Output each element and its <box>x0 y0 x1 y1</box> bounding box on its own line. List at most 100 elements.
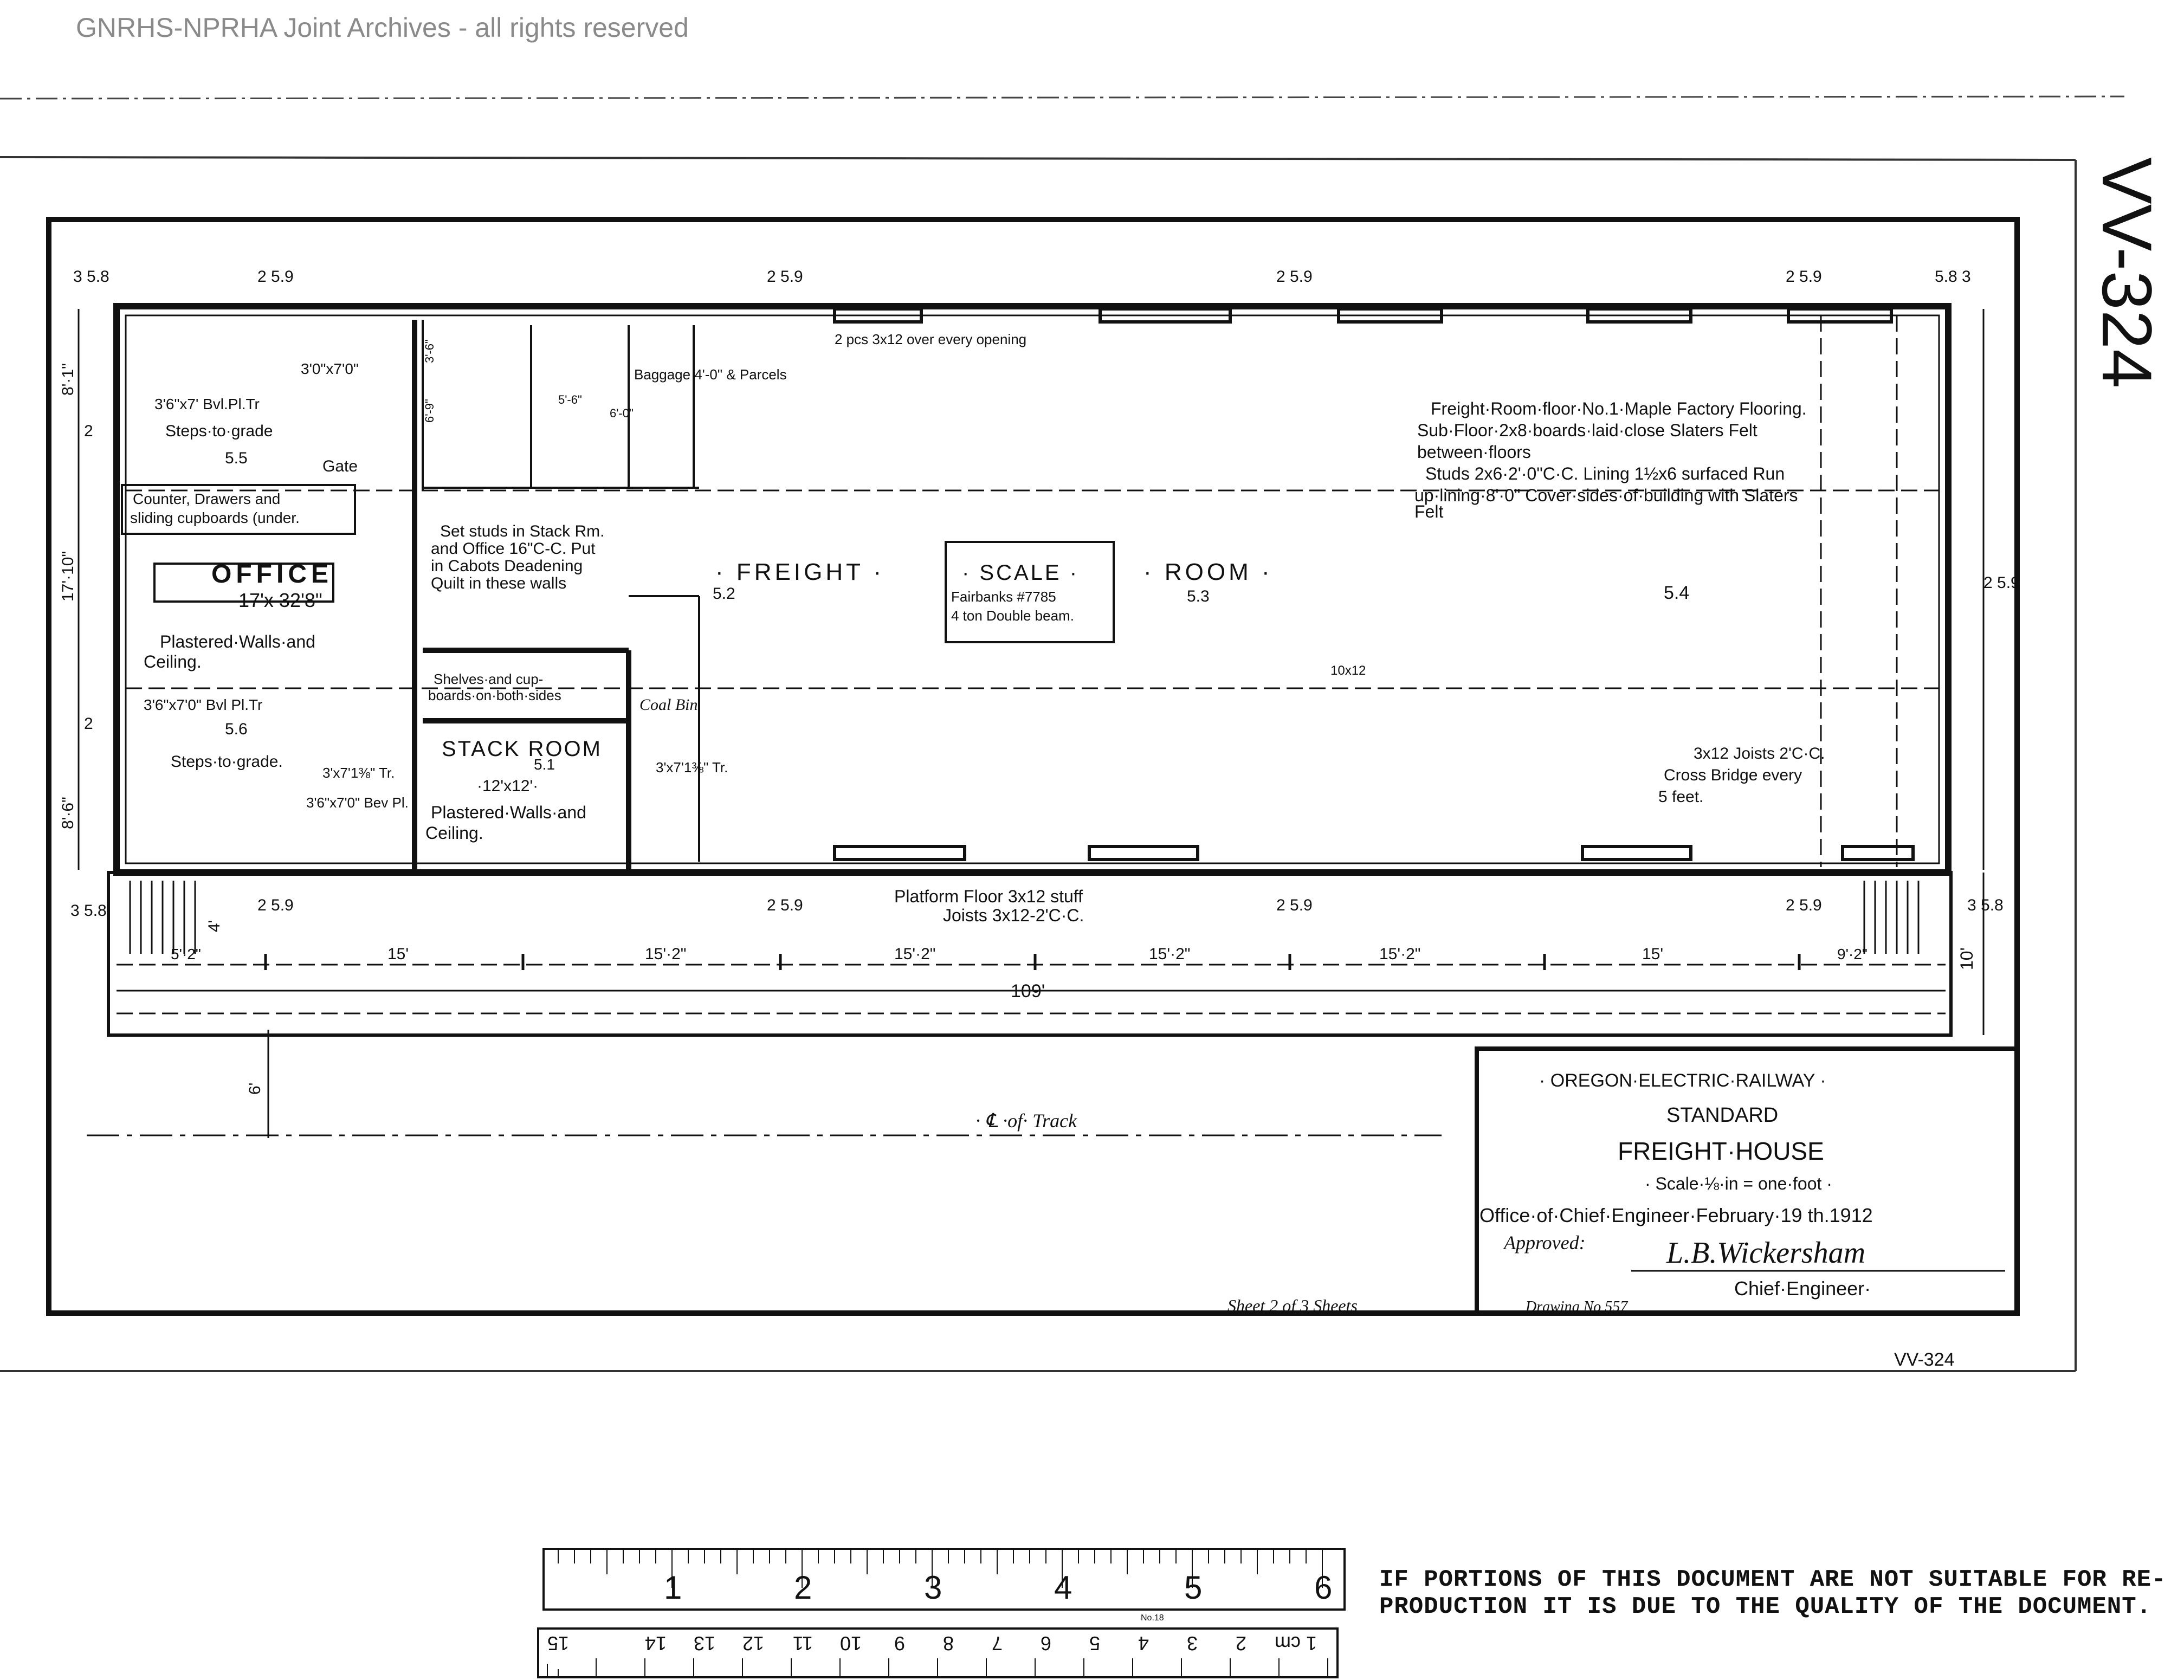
title-scale: · Scale·⅛·in = one·foot · <box>1645 1174 1832 1193</box>
ruler-cm-label: 7 <box>992 1632 1003 1655</box>
grid-label: 2 5.9 <box>1276 268 1313 286</box>
dimension-label: 10' <box>1957 947 1976 970</box>
set-studs-note: Set studs in Stack Rm. and Office 16"C-C… <box>431 522 609 592</box>
door-note: 3'6"x7'0" Bev Pl. <box>306 794 409 811</box>
stack-room-size: ·12'x12'· <box>477 777 538 795</box>
door-note: 3'0"x7'0" <box>301 360 359 377</box>
section-marker: 5.6 <box>225 720 248 738</box>
shelves-note: Shelves·and cup- boards·on·both·sides <box>428 671 561 703</box>
section-marker: 5.4 <box>1664 583 1689 603</box>
dimension-label: 8'·6" <box>59 797 77 829</box>
office-size: 17'x 32'8" <box>238 589 322 611</box>
dimension-label: 15'·2" <box>645 945 686 963</box>
office-plaster-note: Plastered·Walls·and Ceiling. <box>144 632 320 671</box>
vertical-sheet-id: VV-324 <box>2088 157 2167 388</box>
dimension-label: 15' <box>387 945 409 963</box>
title-standard: STANDARD <box>1666 1104 1778 1127</box>
dimension-label: 15'·2" <box>1379 945 1420 963</box>
ruler-cm-labels: 1 cm 2 3 4 5 6 7 8 9 10 11 12 13 14 15 <box>547 1632 1317 1655</box>
track-centerline-label: · ℄ ·of· Track <box>975 1110 1077 1132</box>
grid-label: 2 5.9 <box>257 268 294 286</box>
ruler-cm-label: 5 <box>1089 1632 1100 1655</box>
reproduction-notice-line: IF PORTIONS OF THIS DOCUMENT ARE NOT SUI… <box>1379 1566 2167 1593</box>
dimension-label: 15' <box>1642 945 1663 963</box>
counter-note: Counter, Drawers and sliding cupboards (… <box>130 490 300 526</box>
drawing-number: Drawing No 557 <box>1525 1298 1628 1315</box>
door-note: 3'x7'1⅜" Tr. <box>322 765 395 781</box>
ruler-inch-label: 3 <box>924 1569 942 1606</box>
scale-detail-note: Fairbanks #7785 4 ton Double beam. <box>951 589 1074 624</box>
dimension-label: 8'·1" <box>59 363 77 396</box>
ruler-cm-label: 10 <box>840 1632 862 1655</box>
platform-note: Platform Floor 3x12 stuff Joists 3x12-2'… <box>894 887 1088 925</box>
bottom-sheet-id: VV-324 <box>1894 1349 1955 1370</box>
title-name: FREIGHT·HOUSE <box>1618 1137 1824 1165</box>
ruler-inch-label: 5 <box>1184 1569 1202 1606</box>
grid-label: 2 5.9 <box>767 896 803 914</box>
grid-label: 3 5.8 <box>1967 896 2004 914</box>
dimension-label: 15'·2" <box>894 945 935 963</box>
grid-label: 3 5.8 <box>70 902 107 920</box>
grid-label: 2 5.9 <box>767 268 803 286</box>
reproduction-notice-line: PRODUCTION IT IS DUE TO THE QUALITY OF T… <box>1379 1593 2152 1620</box>
archive-watermark: GNRHS-NPRHA Joint Archives - all rights … <box>76 12 689 43</box>
dimension-label: 9'·2" <box>1837 946 1868 962</box>
ruler-inch-label: 1 <box>664 1569 682 1606</box>
freight-label: · FREIGHT · <box>715 559 884 585</box>
header-note: 2 pcs 3x12 over every opening <box>835 331 1026 347</box>
ruler-cm-label: 4 <box>1138 1632 1149 1655</box>
dimension-label: 5'·2" <box>171 946 201 962</box>
ruler-cm-label: 12 <box>742 1632 764 1655</box>
dimension-label: 6'-9" <box>423 399 436 423</box>
section-marker: 5.2 <box>713 585 735 603</box>
section-marker: 5.1 <box>534 756 555 773</box>
ruler-inch-label: 2 <box>794 1569 812 1606</box>
room-label: · ROOM · <box>1143 559 1273 585</box>
ruler-inch-label: 4 <box>1054 1569 1072 1606</box>
ruler-cm-label: 6 <box>1041 1632 1051 1655</box>
steps-note: Steps·to·grade <box>165 422 273 440</box>
section-marker: 5.3 <box>1187 587 1210 605</box>
ruler-cm-label: 1 cm <box>1275 1632 1317 1655</box>
dimension-label: 109' <box>1011 981 1045 1001</box>
dimension-label: 3'-6" <box>423 339 436 363</box>
scale-label: · SCALE · <box>962 561 1079 585</box>
dimension-label: 4' <box>205 920 223 932</box>
ruler-cm-label: 14 <box>645 1632 667 1655</box>
grid-label: 2 5.9 <box>257 896 294 914</box>
title-company: · OREGON·ELECTRIC·RAILWAY · <box>1539 1070 1826 1091</box>
ruler-inch-label: 6 <box>1314 1569 1332 1606</box>
joists-note: 3x12 Joists 2'C·C. Cross Bridge every 5 … <box>1658 745 1830 806</box>
title-approved-label: Approved: <box>1503 1232 1586 1253</box>
dimension-label: 6'-0" <box>610 406 634 420</box>
grid-label: 5.8 3 <box>1935 268 1971 286</box>
ruler-maker: No.18 <box>1141 1613 1164 1623</box>
steps-note: Steps·to·grade. <box>171 753 283 771</box>
dimension-label: 5'-6" <box>558 393 582 406</box>
ruler-cm-label: 9 <box>894 1632 905 1655</box>
grid-label: 2 <box>84 422 93 440</box>
ruler-cm-label: 13 <box>694 1632 715 1655</box>
dimension-label: 15'·2" <box>1149 945 1190 963</box>
coal-bin-label: Coal Bin <box>639 696 698 714</box>
grid-label: 2 <box>84 715 93 733</box>
door-note: 3'x7'1⅜" Tr. <box>656 759 728 776</box>
stack-plaster-note: Plastered·Walls·and Ceiling. <box>425 803 591 843</box>
title-signature: L.B.Wickersham <box>1666 1236 1865 1270</box>
beam-label: 10x12 <box>1330 663 1366 678</box>
title-office: Office·of·Chief·Engineer·February·19 th.… <box>1479 1204 1873 1226</box>
grid-label: 2 5.9 <box>1276 896 1313 914</box>
title-chief: Chief·Engineer· <box>1734 1277 1871 1300</box>
door-note: 3'6"x7'0" Bvl Pl.Tr <box>144 696 262 713</box>
dimension-label: 17'·10" <box>59 551 77 602</box>
section-marker: 5.5 <box>225 449 248 467</box>
dimension-label: 6' <box>246 1083 264 1095</box>
gate-label: Gate <box>322 457 358 475</box>
office-label: OFFICE <box>211 560 333 589</box>
ruler-cm-label: 8 <box>943 1632 954 1655</box>
grid-label: 3 5.8 <box>73 268 109 286</box>
ruler-cm-label: 3 <box>1187 1632 1198 1655</box>
reproduction-notice: IF PORTIONS OF THIS DOCUMENT ARE NOT SUI… <box>1379 1566 2166 1620</box>
stack-room-label: STACK ROOM <box>442 737 602 761</box>
grid-label: 2 5.9 <box>1983 574 2020 592</box>
